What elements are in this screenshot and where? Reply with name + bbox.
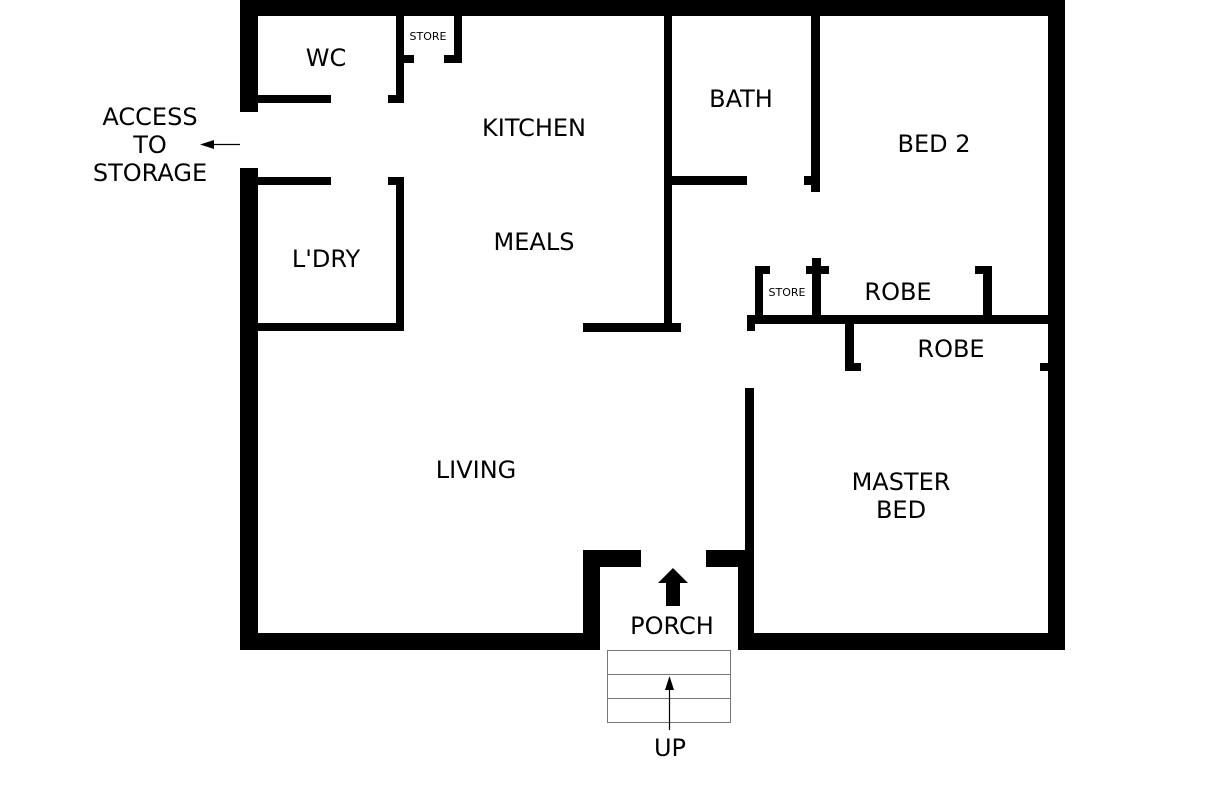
kitchen-wall-right xyxy=(664,14,672,332)
label-porch: PORCH xyxy=(630,612,714,640)
label-master-2: BED xyxy=(876,496,926,524)
label-kitchen: KITCHEN xyxy=(482,114,586,142)
label-bed2: BED 2 xyxy=(897,130,970,158)
bath-wall-bottom xyxy=(672,176,747,185)
service-walls xyxy=(258,14,462,331)
entry-arrow-icon xyxy=(658,568,688,606)
label-up: UP xyxy=(654,734,686,762)
label-bath: BATH xyxy=(709,85,773,113)
laundry-wall-top xyxy=(258,177,331,185)
bath-wall-foot xyxy=(804,176,820,185)
label-access-1: ACCESS xyxy=(102,103,197,131)
robe2-wall-right-foot xyxy=(1040,363,1050,371)
store-mid-right xyxy=(812,258,821,324)
label-living: LIVING xyxy=(436,456,517,484)
laundry-wall-bottom xyxy=(258,323,404,331)
robe-wall-long xyxy=(747,315,1050,324)
entry-steps xyxy=(607,650,731,730)
wall-left-upper xyxy=(240,0,258,112)
porch-walls xyxy=(583,550,754,650)
robe2-wall-left-foot xyxy=(845,363,861,371)
label-access-3: STORAGE xyxy=(93,159,207,187)
wc-wall-bottom xyxy=(258,95,331,103)
store-wall-right xyxy=(454,14,462,63)
robe-wall-stub xyxy=(747,315,755,331)
store-mid-left-cap xyxy=(755,266,770,274)
master-wall-left xyxy=(745,388,754,650)
robe1-wall-right-cap xyxy=(975,266,992,274)
bath-wall-right xyxy=(811,14,820,192)
store-wall-right-foot xyxy=(444,55,462,63)
label-robe-1: ROBE xyxy=(864,278,931,306)
wall-bottom-right xyxy=(738,633,1065,650)
store-mid-left xyxy=(755,266,763,324)
up-arrow-icon xyxy=(665,676,674,690)
label-access-2: TO xyxy=(132,131,167,159)
robe2-wall-left xyxy=(845,315,854,371)
laundry-wall-right xyxy=(396,177,404,331)
label-wc: WC xyxy=(306,44,347,72)
porch-wall-left xyxy=(583,550,600,650)
label-laundry: L'DRY xyxy=(292,245,361,273)
label-store-top: STORE xyxy=(410,30,447,43)
label-store-mid: STORE xyxy=(769,286,806,299)
robe1-wall-right xyxy=(983,266,992,324)
wall-right xyxy=(1048,0,1065,650)
store-wall-left-foot xyxy=(404,55,414,63)
access-arrow xyxy=(200,140,240,149)
interior-walls xyxy=(583,14,1050,650)
label-meals: MEALS xyxy=(494,228,575,256)
wall-left-lower xyxy=(240,168,258,650)
label-master-1: MASTER xyxy=(852,468,951,496)
access-arrow-icon xyxy=(200,140,214,149)
label-robe-2: ROBE xyxy=(917,335,984,363)
porch-wall-right xyxy=(738,550,754,650)
meals-wall-bottom xyxy=(583,323,681,332)
wall-bottom-left xyxy=(240,633,600,650)
wc-wall-right xyxy=(396,14,404,103)
exterior-walls xyxy=(240,0,1065,650)
wall-top xyxy=(240,0,1065,16)
store-mid-right-cap xyxy=(806,266,829,274)
